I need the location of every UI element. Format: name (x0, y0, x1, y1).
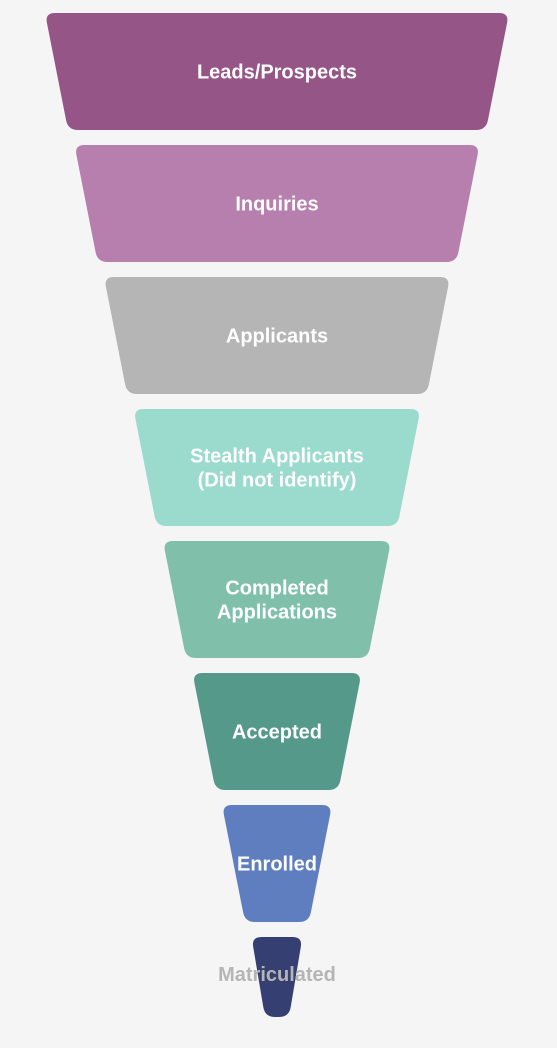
funnel-stage-label-7-line-0: Matriculated (218, 964, 336, 986)
funnel-stage-label-4-line-0: Completed (225, 578, 328, 600)
funnel-stage-2 (105, 277, 449, 394)
funnel-stage-label-0-line-0: Leads/Prospects (197, 62, 357, 84)
funnel-stage-label-3-line-0: Stealth Applicants (190, 446, 364, 468)
funnel-stage-label-3-line-1: (Did not identify) (198, 470, 357, 492)
funnel-labels: Leads/ProspectsInquiriesApplicantsStealt… (190, 62, 364, 987)
funnel-stage-3 (135, 409, 419, 526)
funnel-stage-5 (194, 673, 360, 790)
funnel-stage-1 (76, 145, 478, 262)
funnel-stage-0 (46, 13, 508, 130)
funnel-shapes (46, 13, 508, 1017)
funnel-stage-4 (164, 541, 390, 658)
funnel-stage-6 (223, 805, 331, 922)
funnel-stage-7 (252, 937, 302, 1017)
funnel-stage-label-5-line-0: Accepted (232, 722, 322, 744)
funnel-stage-label-6-line-0: Enrolled (237, 854, 317, 876)
funnel-stage-label-2-line-0: Applicants (226, 326, 328, 348)
funnel-stage-label-4-line-1: Applications (217, 602, 337, 624)
funnel-stage-label-1-line-0: Inquiries (235, 194, 318, 216)
